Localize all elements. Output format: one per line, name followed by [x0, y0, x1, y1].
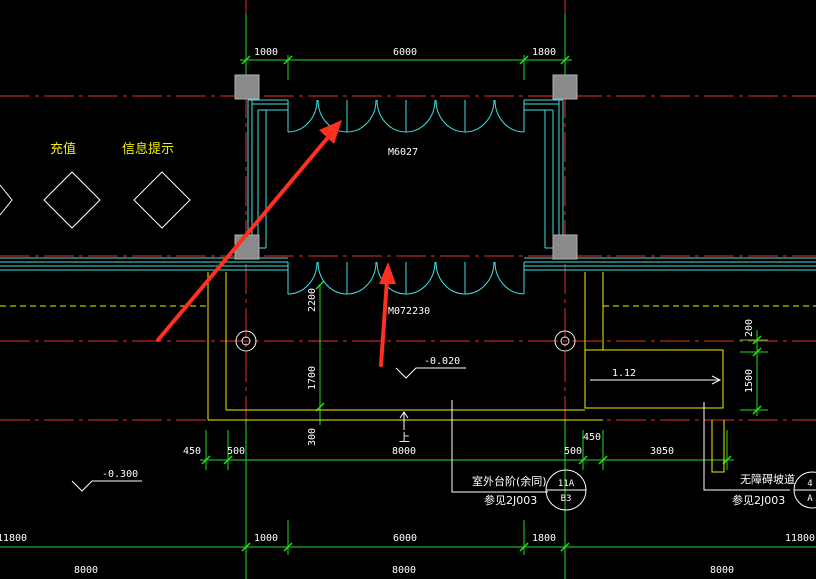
- arrow-to-top-door: [156, 133, 332, 342]
- level-inner: -0.020: [424, 356, 460, 367]
- dim-bot2-8000-right: 8000: [710, 565, 734, 576]
- dim-mid-3050: 3050: [650, 446, 674, 457]
- dim-mid-450-left: 450: [183, 446, 201, 457]
- dim-bot2-8000-left: 8000: [74, 565, 98, 576]
- level-outer: -0.300: [102, 469, 138, 480]
- dim-bot-1800: 1800: [532, 533, 556, 544]
- dim-top-6000: 6000: [393, 47, 417, 58]
- dim-top-1000: 1000: [254, 47, 278, 58]
- label-ref-left: 参见2J003: [484, 493, 537, 507]
- columns: [234, 74, 578, 260]
- level-markers: [71, 367, 466, 492]
- arrow-to-bottom-door: [379, 278, 389, 367]
- label-up: 上: [399, 431, 410, 444]
- dim-v-200: 200: [744, 319, 755, 337]
- annotation-arrows: [156, 120, 396, 367]
- dim-bot-11800-left: 11800: [0, 533, 27, 544]
- door-top-leaves: [287, 99, 525, 133]
- dim-mid-8000: 8000: [392, 446, 416, 457]
- door-bottom-leaves: [287, 261, 525, 295]
- dim-v-2200: 2200: [307, 288, 318, 312]
- diamond-symbols: [0, 171, 191, 229]
- column-top-right: [552, 74, 578, 100]
- leader-lines: [451, 400, 790, 493]
- ramp-arrow: [590, 375, 722, 385]
- leader-lines-yellow: [711, 420, 725, 473]
- reference-bubbles: [545, 469, 816, 511]
- up-arrow: [399, 411, 409, 430]
- level-marker-inner: [395, 367, 466, 379]
- bubble-right-bottom: A: [807, 494, 813, 504]
- ramp-outline: [584, 349, 724, 409]
- label-ref-right: 参见2J003: [732, 493, 785, 507]
- dim-mid-500-left: 500: [227, 446, 245, 457]
- level-marker-outer: [71, 480, 142, 492]
- dim-v-1500: 1500: [744, 369, 755, 393]
- dim-mid-450-right: 450: [583, 432, 601, 443]
- recharge-diamond: [43, 171, 101, 229]
- label-recharge: 充值: [50, 141, 76, 157]
- column-mid-right: [552, 234, 578, 260]
- label-ramp: 无障碍坡道: [740, 472, 795, 486]
- dim-bot-6000: 6000: [393, 533, 417, 544]
- door-tag-bottom: M072230: [388, 306, 430, 317]
- column-top-left: [234, 74, 260, 100]
- bubble-left-top: 11A: [558, 479, 575, 489]
- ramp-value: 1.12: [612, 368, 636, 379]
- bubble-left-bottom: B3: [561, 494, 572, 504]
- info-diamond: [133, 171, 191, 229]
- dim-v-1700: 1700: [307, 366, 318, 390]
- dim-bot-1000: 1000: [254, 533, 278, 544]
- walls: [0, 99, 816, 271]
- bubble-right-top: 4: [807, 479, 812, 489]
- outdoor-platform: [207, 272, 724, 421]
- dimension-lines: [0, 59, 816, 548]
- dim-v-300: 300: [307, 428, 318, 446]
- dimension-ticks: [201, 55, 762, 552]
- dim-bot2-8000-mid: 8000: [392, 565, 416, 576]
- circle-markers: [235, 330, 576, 352]
- dim-mid-500-right: 500: [564, 446, 582, 457]
- label-info-prompt: 信息提示: [122, 141, 174, 157]
- dim-top-1800: 1800: [532, 47, 556, 58]
- dim-bot-11800-right: 11800: [785, 533, 815, 544]
- door-tag-top: M6027: [388, 147, 418, 158]
- label-outdoor-step: 室外台阶(余同): [472, 474, 547, 488]
